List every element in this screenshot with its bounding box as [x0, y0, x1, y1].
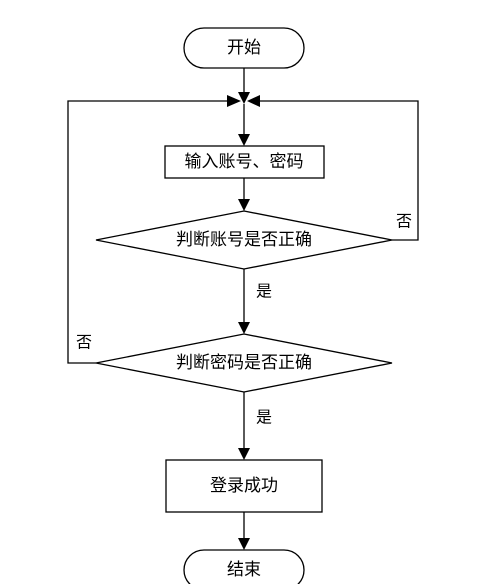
check-account-node: 判断账号是否正确 — [95, 210, 393, 270]
check-account-label: 判断账号是否正确 — [176, 230, 312, 250]
check-password-node: 判断密码是否正确 — [95, 333, 393, 393]
input-label: 输入账号、密码 — [185, 152, 304, 172]
yes-label-account: 是 — [256, 282, 272, 301]
arrowhead-end — [238, 538, 250, 550]
yes-label-password: 是 — [256, 408, 272, 427]
success-node: 登录成功 — [165, 459, 323, 513]
start-node: 开始 — [183, 27, 305, 69]
start-label: 开始 — [227, 38, 261, 58]
end-label: 结束 — [227, 560, 261, 580]
no-label-password: 否 — [76, 333, 92, 352]
arrowhead-loop-right — [247, 95, 260, 107]
arrowhead-input — [238, 134, 250, 146]
check-password-label: 判断密码是否正确 — [176, 353, 312, 373]
loop-password-false — [67, 100, 227, 364]
end-node: 结束 — [183, 549, 305, 584]
input-node: 输入账号、密码 — [164, 145, 325, 179]
arrowhead-password — [238, 322, 250, 334]
arrowhead-loop-left — [227, 95, 241, 107]
loop-account-false — [260, 100, 419, 241]
arrowhead-account — [238, 199, 250, 211]
no-label-account: 否 — [396, 212, 412, 231]
success-label: 登录成功 — [210, 476, 278, 496]
arrowhead-success — [238, 448, 250, 460]
arrowhead-merge-down — [238, 92, 250, 104]
